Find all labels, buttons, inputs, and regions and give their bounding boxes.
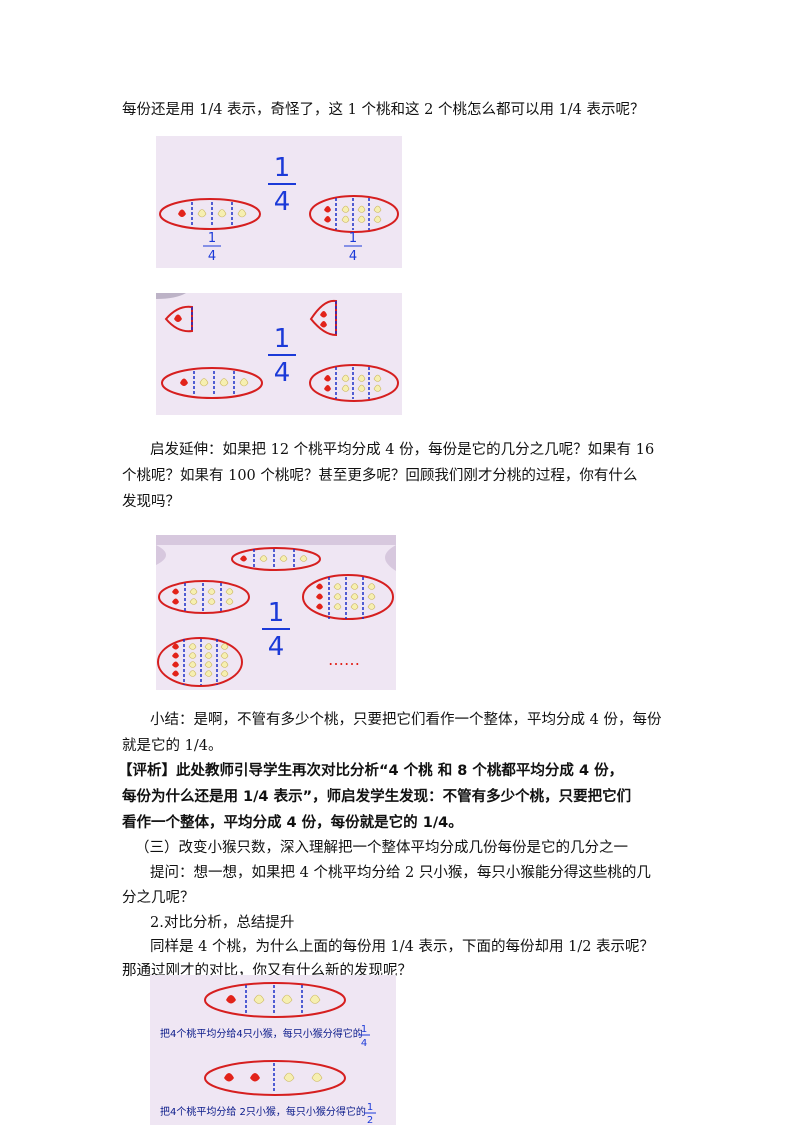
fraction-numerator: 1 <box>274 324 291 354</box>
caption-two-monkeys: 把4个桃平均分给 2只小猴，每只小猴分得它的 <box>160 1105 366 1118</box>
paragraph-commentary-line3: 看作一个整体，平均分成 4 份，每份就是它的 1/4。 <box>122 815 463 831</box>
figure-peaches-1-4-parts-split: 1 4 <box>156 293 402 415</box>
paragraph-question-two-monkeys-line2: 分之几呢？ <box>122 890 195 906</box>
caption-two-den: 2 <box>367 1115 373 1125</box>
paragraph-question-two-monkeys-line1: 提问：想一想，如果把 4 个桃平均分给 2 只小猴，每只小猴能分得这些桃的几 <box>150 865 651 881</box>
figure-peaches-1-4-two-groups: 1 4 1 4 1 4 <box>156 136 402 268</box>
fraction-denominator: 4 <box>274 358 291 388</box>
fraction-denominator: 4 <box>268 632 285 662</box>
paragraph-commentary-line1: 【评析】此处教师引导学生再次对比分析“4 个桃 和 8 个桃都平均分成 4 份， <box>118 763 624 779</box>
paragraph-comparison-line1: 同样是 4 个桃，为什么上面的每份用 1/4 表示，下面的每份却用 1/2 表示… <box>150 939 655 955</box>
paragraph-summary-line2: 就是它的 1/4。 <box>122 738 223 754</box>
peach-icon <box>217 209 227 218</box>
caption-two-num: 1 <box>367 1102 373 1113</box>
paragraph-commentary-line2: 每份为什么还是用 1/4 表示”，师启发学生发现：不管有多少个桃，只要把它们 <box>122 789 632 805</box>
label-denominator-right: 4 <box>349 249 357 264</box>
fraction-denominator: 4 <box>274 187 291 217</box>
paragraph-summary-line1: 小结：是啊，不管有多少个桃，只要把它们看作一个整体，平均分成 4 份，每份 <box>150 712 662 728</box>
section-heading-three: （三）改变小猴只数，深入理解把一个整体平均分成几份每份是它的几分之一 <box>135 840 628 856</box>
ellipsis-more: …… <box>328 650 360 669</box>
caption-four-monkeys: 把4个桃平均分给4只小猴，每只小猴分得它的 <box>160 1027 363 1040</box>
peach-icon <box>197 209 207 218</box>
fraction-numerator: 1 <box>268 598 285 628</box>
paragraph-question: 每份还是用 1/4 表示，奇怪了，这 1 个桃和这 2 个桃怎么都可以用 1/4… <box>122 102 645 118</box>
paragraph-extension-line2: 个桃呢？如果有 100 个桃呢？甚至更多呢？回顾我们刚才分桃的过程，你有什么 <box>122 468 638 484</box>
label-numerator-right: 1 <box>349 231 357 246</box>
peach-icon <box>178 209 186 217</box>
paragraph-extension-line1: 启发延伸：如果把 12 个桃平均分成 4 份，每份是它的几分之几呢？如果有 16 <box>150 442 655 458</box>
subheading-contrast-analysis: 2.对比分析，总结提升 <box>150 915 295 931</box>
peach-icon <box>237 209 247 218</box>
caption-four-den: 4 <box>361 1038 367 1049</box>
label-denominator: 4 <box>208 249 216 264</box>
fraction-numerator: 1 <box>274 153 291 183</box>
figure-peaches-many-groups: 1 4 …… <box>156 535 396 690</box>
figure-peaches-comparison-4-vs-2-monkeys: 把4个桃平均分给4只小猴，每只小猴分得它的 1 4 把4个桃平均分给 2只小猴，… <box>150 975 396 1125</box>
paragraph-extension-line3: 发现吗？ <box>122 494 180 510</box>
caption-four-num: 1 <box>361 1024 367 1035</box>
label-numerator: 1 <box>208 231 216 246</box>
